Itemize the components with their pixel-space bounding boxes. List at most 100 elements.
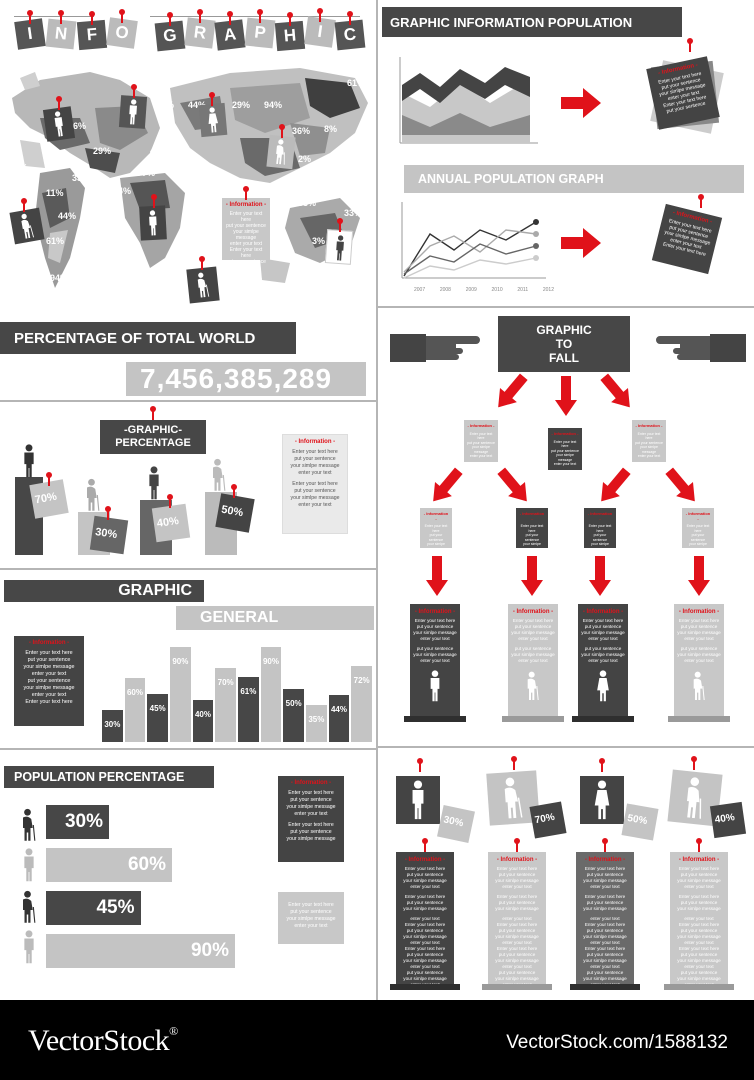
chart-bar: 60%	[124, 678, 146, 742]
person-icon	[195, 271, 212, 298]
graphic-general-subtitle: GENERAL	[176, 606, 374, 630]
person-icon	[525, 670, 541, 702]
brand-logo: VectorStock®	[28, 1024, 178, 1057]
map-percentage: 44%	[58, 211, 77, 221]
person-tag	[396, 776, 440, 824]
map-percentage: 33%	[298, 198, 317, 208]
map-percentage: 3%	[312, 236, 326, 246]
map-percentage: 94%	[50, 273, 69, 283]
bar-label: 60%	[126, 688, 143, 698]
red-arrow-down-icon	[590, 462, 637, 511]
chart-bar: 61%	[238, 677, 259, 742]
map-percentage: 98%	[156, 100, 175, 110]
chart-bar: 90%	[170, 646, 191, 742]
banner-base	[404, 716, 466, 722]
elder-icon	[20, 808, 38, 842]
infographic-title-tags: I N F O G R A P H I C	[0, 0, 376, 60]
map-person-tag	[266, 134, 296, 170]
population-bar-label: 90%	[190, 940, 229, 961]
chart-bar: 90%	[260, 646, 282, 742]
banner-title: - Information -	[582, 609, 624, 615]
red-arrow-down-icon	[490, 462, 537, 511]
person-icon	[18, 212, 36, 240]
section-divider	[0, 568, 376, 570]
annual-population-graph-title: ANNUAL POPULATION GRAPH	[404, 165, 744, 193]
chart-bar: 50%	[283, 689, 304, 742]
banner-base	[390, 984, 460, 990]
percentage-tag: 30%	[89, 515, 129, 555]
map-percentage: 44%	[113, 186, 132, 196]
map-person-tag	[42, 106, 76, 142]
banner-title: - Information -	[496, 857, 538, 863]
banner-base	[570, 984, 640, 990]
bar-label: 90%	[172, 656, 189, 666]
elder-icon	[210, 458, 228, 492]
bar-label: 45%	[149, 704, 166, 714]
chart-bar: 35%	[306, 704, 327, 742]
red-arrow-down-icon	[688, 556, 710, 596]
percentage-tag: 40%	[709, 801, 747, 839]
world-percentage-title: PERCENTAGE OF TOTAL WORLD	[0, 322, 296, 354]
map-percentage: 94%	[264, 100, 283, 110]
note-title: - Information -	[28, 640, 70, 646]
map-person-tag	[324, 229, 354, 265]
map-person-tag	[9, 207, 45, 245]
bar-label: 61%	[240, 687, 257, 697]
area-chart	[399, 57, 538, 144]
map-percentage: 98%	[306, 266, 325, 276]
person-tag	[580, 776, 624, 824]
man-icon	[21, 930, 37, 964]
chart-bar: 40%	[192, 699, 214, 742]
banner-title: - Information -	[512, 609, 554, 615]
red-arrow-down-icon	[521, 556, 543, 596]
banner-base	[482, 984, 552, 990]
red-arrow-icon	[558, 228, 604, 258]
bar-label: 70%	[217, 677, 234, 687]
person-icon	[205, 106, 221, 133]
population-bar: 45%	[46, 891, 141, 925]
map-percentage: 42%	[150, 146, 169, 156]
vertical-divider	[376, 0, 378, 1000]
population-bar: 30%	[46, 805, 109, 839]
world-map: 61% 98% 44% 29% 94% 36% 8% 29% 42% 36% 2…	[0, 58, 376, 313]
graphic-percentage-title: -GRAPHIC- PERCENTAGE	[100, 420, 206, 454]
footer-bar: VectorStock® VectorStock.com/1588132	[0, 1000, 754, 1080]
bar-label: 44%	[330, 705, 347, 715]
person-icon	[332, 235, 348, 262]
bar-label: 90%	[262, 656, 279, 666]
section-divider	[0, 400, 376, 402]
chart-bar: 45%	[147, 694, 168, 742]
map-percentage: 61%	[46, 236, 65, 246]
bar-label: 30%	[104, 720, 121, 730]
graphic-percentage-section: -GRAPHIC- PERCENTAGE 70% 30% 40% 50% - I…	[0, 402, 376, 567]
note-title: - Information -	[225, 202, 267, 208]
population-percentage-title: POPULATION PERCENTAGE	[4, 766, 214, 788]
population-bar-label: 45%	[96, 897, 135, 918]
map-percentage: 67%	[158, 278, 177, 288]
map-percentage: 2%	[298, 154, 312, 164]
person-icon	[681, 776, 709, 820]
bar-label: 50%	[285, 699, 302, 708]
vectorstock-url: VectorStock.com/1588132	[506, 1032, 728, 1053]
percentage-tag: 50%	[215, 493, 255, 533]
person-icon	[595, 670, 611, 702]
percentage-tag: 30%	[437, 805, 475, 843]
banner-base	[668, 716, 730, 722]
person-icon	[691, 670, 707, 702]
banner-title: - Information -	[414, 609, 456, 615]
note-title: - Information -	[294, 439, 336, 445]
